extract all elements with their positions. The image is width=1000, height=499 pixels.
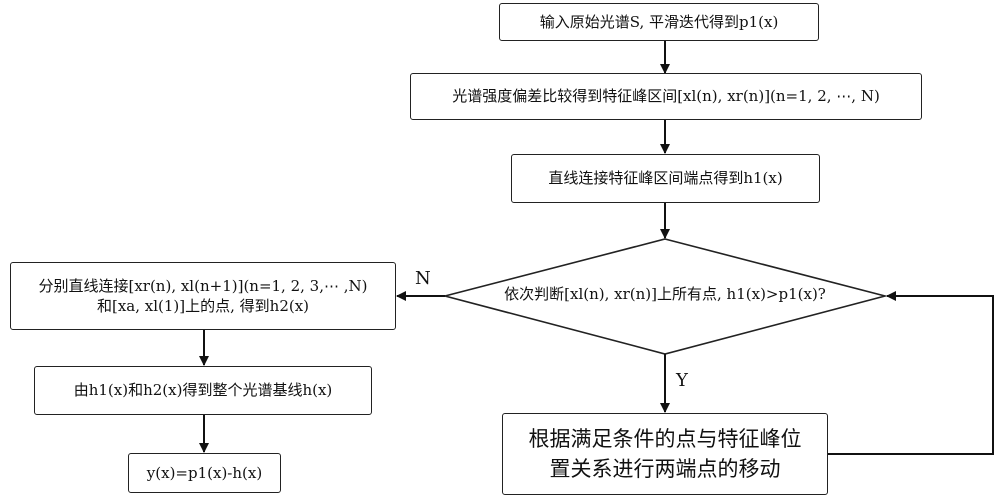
h1-connect-box: 直线连接特征峰区间端点得到h1(x) (511, 154, 820, 203)
h2-connect-text-line2: 和[xa, xl(1)]上的点, 得到h2(x) (96, 297, 310, 315)
h2-connect-box: 分别直线连接[xr(n), xl(n+1)](n=1, 2, 3,⋯ ,N) 和… (10, 262, 396, 330)
result-text: y(x)=p1(x)-h(x) (146, 463, 263, 482)
baseline-box: 由h1(x)和h2(x)得到整个光谱基线h(x) (34, 366, 372, 415)
endpoint-move-text-line2: 置关系进行两端点的移动 (549, 457, 781, 481)
result-box: y(x)=p1(x)-h(x) (128, 453, 281, 493)
h2-connect-text-line1: 分别直线连接[xr(n), xl(n+1)](n=1, 2, 3,⋯ ,N) (38, 276, 368, 295)
input-spectrum-text: 输入原始光谱S, 平滑迭代得到p1(x) (539, 12, 779, 31)
peak-interval-box: 光谱强度偏差比较得到特征峰区间[xl(n), xr(n)](n=1, 2, ⋯,… (410, 73, 922, 120)
decision-text: 依次判断[xl(n), xr(n)]上所有点, h1(x)>p1(x)? (504, 285, 826, 303)
no-label: N (415, 268, 431, 289)
arrow-loop-back (828, 291, 994, 455)
input-spectrum-box: 输入原始光谱S, 平滑迭代得到p1(x) (499, 3, 819, 41)
h1-connect-text: 直线连接特征峰区间端点得到h1(x) (548, 169, 783, 188)
baseline-text: 由h1(x)和h2(x)得到整个光谱基线h(x) (73, 381, 333, 400)
yes-label: Y (676, 370, 688, 391)
peak-interval-text: 光谱强度偏差比较得到特征峰区间[xl(n), xr(n)](n=1, 2, ⋯,… (452, 87, 880, 106)
endpoint-move-box: 根据满足条件的点与特征峰位 置关系进行两端点的移动 (502, 413, 828, 495)
endpoint-move-text-line1: 根据满足条件的点与特征峰位 (528, 426, 802, 451)
